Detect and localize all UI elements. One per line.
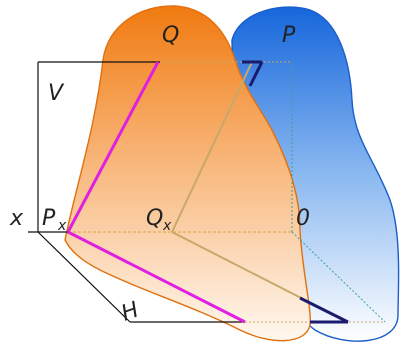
label-x-axis: x [9,206,24,231]
h-plane-right-edge-dashed [291,231,386,323]
h-plane-left-edge [37,231,131,323]
p-horizontal-trace-navy [299,296,349,324]
label-v: V [48,81,65,106]
label-p: P [282,23,296,48]
p-vertical-trace-navy-diag [248,61,264,87]
q-vertical-trace [171,61,253,233]
q-horizontal-trace [171,231,306,301]
label-origin: 0 [296,206,310,231]
plane-q-shape [64,5,311,342]
label-px: P [42,206,56,231]
label-h: H [118,298,142,327]
p-vertical-trace [66,61,160,233]
label-qx: Q [146,206,163,231]
label-qx-subscript: x [162,218,172,234]
label-q: Q [162,23,179,48]
label-px-subscript: x [57,218,67,234]
p-horizontal-trace [67,230,246,324]
